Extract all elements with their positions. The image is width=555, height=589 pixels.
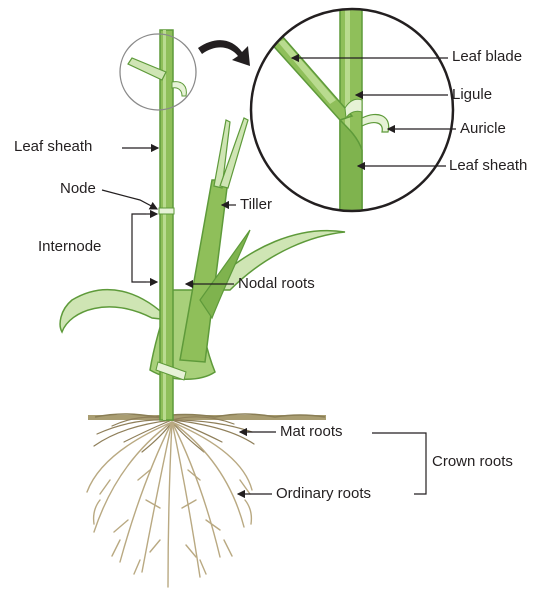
label-ligule: Ligule xyxy=(452,86,492,104)
label-crown-roots: Crown roots xyxy=(432,453,513,471)
zoom-circle xyxy=(251,5,453,225)
label-ordinary-roots: Ordinary roots xyxy=(276,485,371,503)
ordinary-roots-drawing xyxy=(87,422,252,587)
label-node: Node xyxy=(60,180,96,198)
node-leader xyxy=(102,190,157,209)
root-system xyxy=(87,417,254,587)
crown-roots-bracket xyxy=(372,433,426,494)
node-mark xyxy=(159,208,174,214)
drooping-leaf-left xyxy=(60,290,170,332)
label-leaf-sheath-zoom: Leaf sheath xyxy=(449,157,527,175)
label-leaf-blade: Leaf blade xyxy=(452,48,522,66)
label-nodal-roots: Nodal roots xyxy=(238,275,315,293)
label-auricle: Auricle xyxy=(460,120,506,138)
magnify-arrow xyxy=(198,40,250,66)
tiller-shoot xyxy=(180,118,250,362)
label-tiller: Tiller xyxy=(240,196,272,214)
label-mat-roots: Mat roots xyxy=(280,423,343,441)
internode-bracket xyxy=(132,214,146,282)
label-internode: Internode xyxy=(38,238,101,256)
label-leaf-sheath: Leaf sheath xyxy=(14,138,92,156)
